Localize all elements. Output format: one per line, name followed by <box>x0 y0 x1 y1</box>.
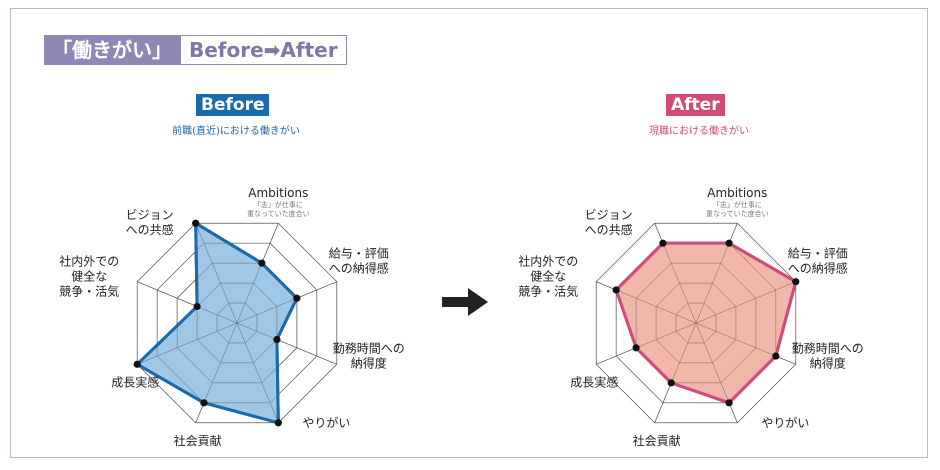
after-axis-label: ビジョンへの共感 <box>585 208 633 237</box>
after-subtitle: 現職における働きがい <box>649 126 749 137</box>
outer-frame <box>10 8 928 458</box>
before-axis-label: 勤務時間への納得度 <box>333 341 405 370</box>
before-spoke-overlay <box>236 322 279 423</box>
before-axis-sublabel: 「志」が仕事に重なっていた度合い <box>247 200 310 218</box>
before-data-point <box>258 259 266 267</box>
before-data-point <box>192 219 200 227</box>
before-spoke-overlay <box>236 322 337 365</box>
before-badge: Before <box>196 94 270 116</box>
after-data-point <box>792 278 800 286</box>
before-data-point <box>293 294 301 302</box>
before-spoke-overlay <box>236 281 337 324</box>
after-data-point <box>632 344 640 352</box>
before-data-point <box>274 419 282 427</box>
after-spoke-overlay <box>596 322 697 365</box>
page-title: 「働きがい」 Before➡After <box>44 35 347 65</box>
before-axis-label: ビジョンへの共感 <box>126 208 174 237</box>
after-axis-label: 成長実感 <box>570 374 618 389</box>
title-japanese: 「働きがい」 <box>44 35 180 65</box>
after-axis-label: やりがい <box>761 415 809 430</box>
after-spoke-overlay <box>695 322 796 365</box>
after-badge: After <box>666 94 725 116</box>
after-data-point <box>725 239 733 247</box>
after-spoke-overlay <box>695 223 738 324</box>
before-axis-label: 社内外での健全な競争・活気 <box>59 254 119 299</box>
before-axis-label: 成長実感 <box>111 374 159 389</box>
after-axis-label: Ambitions <box>707 186 767 200</box>
after-spoke-overlay <box>695 281 796 324</box>
after-data-point <box>725 399 733 407</box>
after-data-point <box>612 286 620 294</box>
before-data-point <box>273 335 281 344</box>
after-spoke-overlay <box>695 322 738 423</box>
before-spoke-overlay <box>195 223 238 324</box>
before-spoke-overlay <box>195 322 238 423</box>
after-spoke-overlay <box>596 281 697 324</box>
before-axis-label: 給与・評価への納得感 <box>329 246 389 276</box>
before-data-point <box>193 302 201 311</box>
after-axis-label: 社会貢献 <box>633 433 681 448</box>
before-data-point <box>200 399 208 407</box>
before-axis-label: Ambitions <box>248 186 308 200</box>
before-data-point <box>133 360 141 368</box>
after-data-point <box>659 239 667 247</box>
before-subtitle: 前職(直近)における働きがい <box>172 126 300 137</box>
before-spoke-overlay <box>137 322 238 365</box>
after-data-point <box>667 379 675 387</box>
after-axis-label: 給与・評価への納得感 <box>788 246 848 276</box>
after-data-point <box>772 352 780 360</box>
before-axis-label: やりがい <box>302 415 350 430</box>
right-arrow-icon <box>442 288 488 316</box>
before-axis-label: 社会貢献 <box>174 433 222 448</box>
after-axis-label: 社内外での健全な競争・活気 <box>518 254 578 299</box>
title-english: Before➡After <box>180 35 347 65</box>
after-spoke-overlay <box>654 223 697 324</box>
before-spoke-overlay <box>137 281 238 324</box>
after-axis-sublabel: 「志」が仕事に重なっていた度合い <box>706 200 769 218</box>
after-axis-label: 勤務時間への納得度 <box>792 341 864 370</box>
before-spoke-overlay <box>236 223 279 324</box>
after-spoke-overlay <box>654 322 697 423</box>
